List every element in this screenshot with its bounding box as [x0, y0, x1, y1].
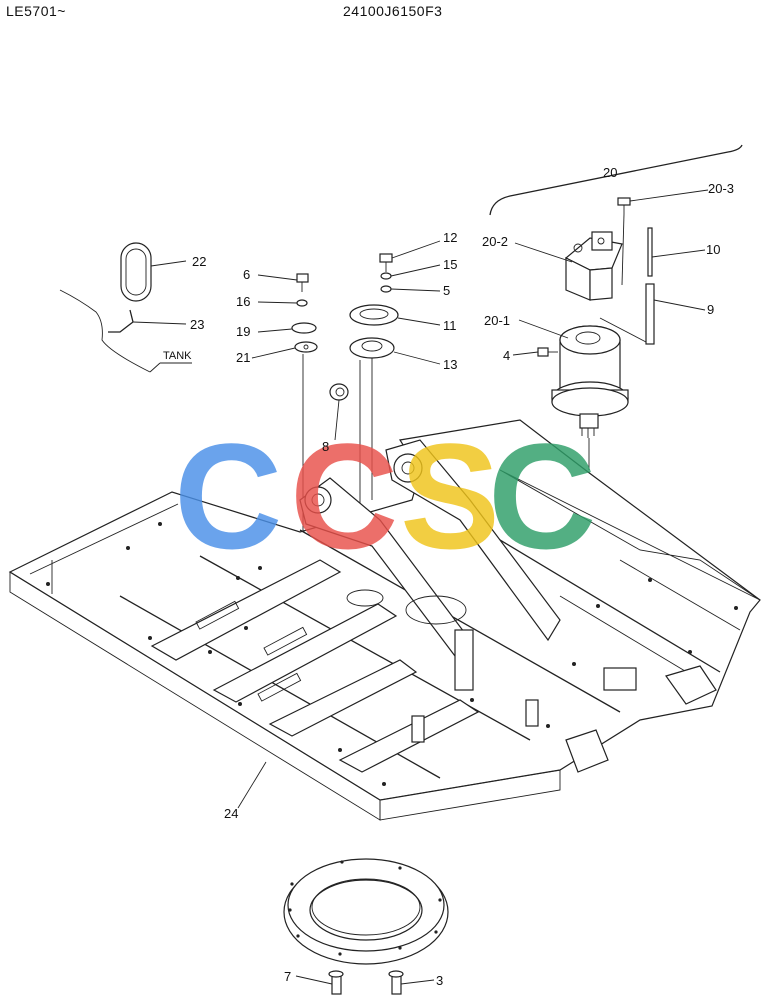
callout-20: 20 [603, 165, 617, 180]
callout-15: 15 [443, 257, 457, 272]
cover-19 [291, 322, 317, 334]
callout-11: 11 [443, 318, 457, 333]
center-joint-parts [329, 240, 441, 598]
callout-23: 23 [190, 317, 204, 332]
swing-motor-assembly [489, 144, 743, 470]
plate-11 [349, 304, 399, 326]
rod-10 [647, 227, 653, 277]
callout-8: 8 [322, 439, 329, 454]
washer-15 [380, 272, 392, 280]
ring-5 [380, 285, 392, 293]
swing-bearing [283, 858, 449, 995]
swing-motor-20-1 [551, 325, 629, 438]
callout-9: 9 [707, 302, 714, 317]
callout-21: 21 [236, 350, 250, 365]
callout-tank: TANK [163, 350, 192, 362]
callout-20-2: 20-2 [482, 234, 508, 249]
model-code: LE5701~ [6, 3, 66, 19]
watermark-letter-2: C [290, 412, 398, 580]
callout-labels: 20 20-3 20-2 10 9 20-1 4 12 15 5 11 13 6… [163, 165, 734, 988]
washer-16 [296, 299, 308, 307]
tank-gauge-parts [59, 242, 192, 373]
fitting-23 [108, 309, 134, 333]
callout-16: 16 [236, 294, 250, 309]
bolt-6 [296, 273, 309, 283]
watermark-letter-4: C [488, 412, 596, 580]
watermark-letter-3: S [400, 412, 500, 580]
upper-frame-24 [8, 419, 761, 821]
callout-10: 10 [706, 242, 720, 257]
tank-outline [59, 289, 151, 373]
callout-19: 19 [236, 324, 250, 339]
watermark-letter-1: C [174, 412, 282, 580]
callout-22: 22 [192, 254, 206, 269]
gasket-21 [294, 341, 318, 353]
watermark: C C S C [174, 412, 596, 580]
callout-20-3: 20-3 [708, 181, 734, 196]
bolt-12 [379, 253, 393, 263]
callout-13: 13 [443, 357, 457, 372]
callout-5: 5 [443, 283, 450, 298]
assembly-bracket [489, 144, 743, 216]
callout-6: 6 [243, 267, 250, 282]
callout-7: 7 [284, 969, 291, 984]
callout-12: 12 [443, 230, 457, 245]
pin-9 [645, 283, 655, 345]
bushing-8 [329, 383, 349, 401]
bolt-20-3 [617, 197, 631, 206]
callout-24: 24 [224, 806, 238, 821]
level-gauge-22 [120, 242, 152, 302]
valve-block-20-2 [564, 231, 623, 301]
callout-4: 4 [503, 348, 510, 363]
callout-20-1: 20-1 [484, 313, 510, 328]
callout-3: 3 [436, 973, 443, 988]
part-group-number: 24100J6150F3 [343, 3, 443, 19]
bolt-4 [537, 347, 549, 357]
